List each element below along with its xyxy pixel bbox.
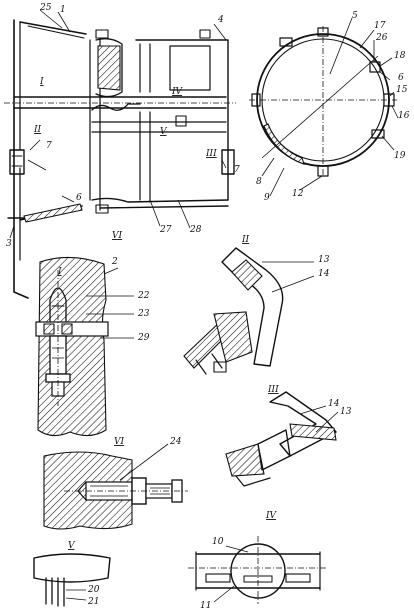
callout-2: 2 (111, 257, 118, 267)
callout-4: 4 (217, 15, 224, 25)
detail-VI (43, 443, 188, 530)
callout-8: 8 (256, 177, 262, 187)
callout-21: 21 (87, 597, 99, 607)
callout-16: 16 (398, 111, 410, 121)
callout-17: 17 (374, 21, 386, 31)
callout-20: 20 (87, 585, 100, 595)
callout-29: 29 (137, 333, 150, 343)
detail-IV (188, 536, 328, 604)
callout-15: 15 (396, 85, 408, 95)
callout-28: 28 (189, 225, 202, 235)
callout-19: 19 (394, 151, 406, 161)
view-label-II: II (241, 235, 250, 245)
section-mark-V: V (160, 127, 168, 137)
section-mark-VI: VI (112, 231, 122, 241)
callout-3: 3 (6, 239, 12, 249)
view-label-V: V (68, 541, 76, 551)
callout-27: 27 (159, 225, 172, 235)
section-mark-II: II (33, 125, 42, 135)
view-label-IV: IV (265, 511, 278, 521)
detail-II (183, 247, 315, 375)
callout-14-III: 14 (328, 399, 340, 409)
callout-7-right: 7 (234, 165, 240, 175)
callout-1: 1 (60, 5, 66, 15)
callout-5: 5 (352, 11, 358, 21)
section-mark-III: III (205, 149, 217, 159)
detail-III (225, 391, 339, 487)
callout-9: 9 (264, 193, 270, 203)
view-label-VI: VI (114, 437, 124, 447)
callout-13-III: 13 (340, 407, 352, 417)
section-mark-IV: IV (171, 87, 184, 97)
callout-12: 12 (292, 189, 304, 199)
callout-6-side: 6 (76, 193, 82, 203)
callout-24: 24 (169, 437, 182, 447)
detail-V (33, 553, 111, 607)
callout-23: 23 (137, 309, 150, 319)
ring-view (249, 17, 399, 197)
callout-25: 25 (39, 3, 52, 13)
callout-26: 26 (375, 33, 388, 43)
callout-6-ring: 6 (398, 73, 404, 83)
detail-I (35, 256, 134, 437)
side-view (4, 9, 236, 299)
callout-14-II: 14 (318, 269, 330, 279)
callout-13-II: 13 (318, 255, 330, 265)
callout-11: 11 (200, 601, 211, 611)
callout-18: 18 (394, 51, 406, 61)
view-label-III: III (267, 385, 279, 395)
section-mark-I: I (39, 77, 44, 87)
view-label-I: I (57, 267, 62, 277)
callout-10: 10 (212, 537, 224, 547)
callout-7-left: 7 (46, 141, 52, 151)
callout-22: 22 (137, 291, 150, 301)
